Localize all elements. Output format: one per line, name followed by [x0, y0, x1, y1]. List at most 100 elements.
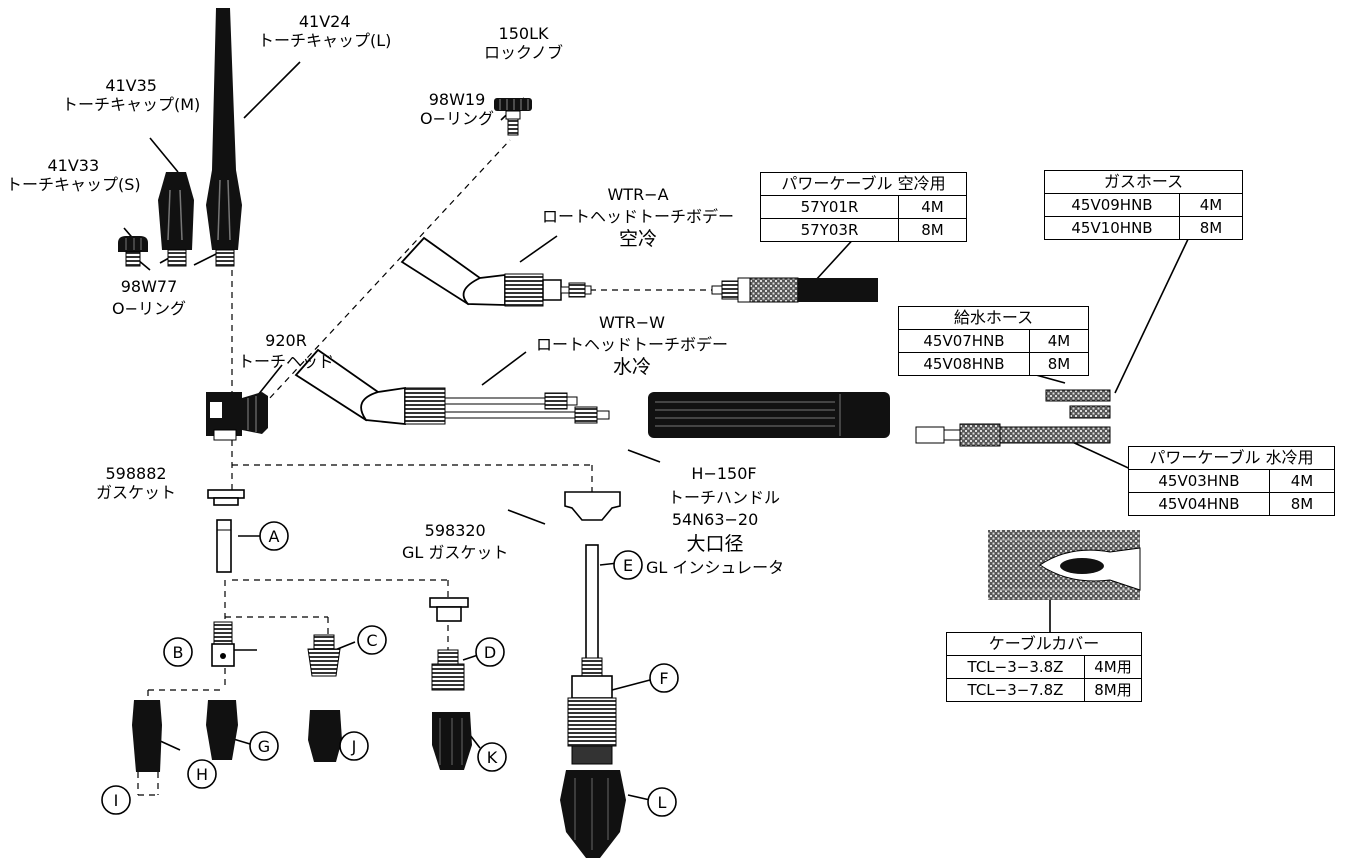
label-gasket: 598882 ガスケット: [96, 464, 176, 502]
callout-g: G: [249, 731, 279, 761]
svg-text:B: B: [173, 643, 184, 662]
label-lock-knob: 150LK ロックノブ: [484, 24, 563, 62]
gl-gasket-name: GL ガスケット: [402, 543, 509, 562]
cell: 45V10HNB: [1044, 216, 1180, 240]
collet-body-f-shape: [567, 657, 617, 765]
callout-a: A: [259, 521, 289, 551]
callout-i: I: [101, 785, 131, 815]
callout-c: C: [357, 625, 387, 655]
lock-knob-code: 150LK: [498, 24, 549, 43]
label-gl-gasket: 598320 GL ガスケット: [402, 520, 508, 564]
cell: TCL−3−3.8Z: [946, 655, 1085, 679]
nozzle-g-shape: [206, 700, 238, 760]
cell: 8M用: [1084, 678, 1142, 702]
nozzle-h-shape: [132, 700, 162, 772]
svg-text:H: H: [196, 765, 208, 784]
svg-text:L: L: [658, 793, 667, 812]
cable-cover-title: ケーブルカバー: [946, 632, 1142, 656]
body-water-code: WTR−W: [599, 313, 665, 332]
oring-a-code: 98W77: [120, 277, 178, 296]
svg-text:K: K: [487, 748, 498, 767]
head-code: 920R: [265, 331, 307, 350]
cap-s-code: 41V33: [47, 156, 100, 175]
gasket-name: ガスケット: [96, 483, 177, 502]
cell: 8M: [1179, 216, 1243, 240]
callout-e: E: [613, 550, 643, 580]
label-cap-s: 41V33 トーチキャップ(S): [6, 156, 141, 194]
cell: 8M: [1269, 492, 1335, 516]
label-head: 920R トーチヘッド: [238, 330, 334, 372]
cap-l-name: トーチキャップ(L): [258, 31, 392, 50]
torch-cap-l-shape: [206, 8, 242, 267]
cell: 45V03HNB: [1128, 469, 1270, 493]
svg-text:E: E: [623, 556, 633, 575]
svg-text:F: F: [659, 669, 668, 688]
svg-text:G: G: [258, 737, 270, 756]
torch-cap-s-shape: [118, 236, 148, 267]
label-body-air: WTR−A ロートヘッドトーチボデー 空冷: [542, 184, 734, 250]
callout-b: B: [163, 637, 193, 667]
cell: 8M: [1029, 352, 1089, 376]
cell: 57Y01R: [760, 195, 899, 219]
gas-hose-title: ガスホース: [1044, 170, 1243, 194]
cell: 45V09HNB: [1044, 193, 1180, 217]
gasket-code: 598882: [105, 464, 167, 483]
callout-f: F: [649, 663, 679, 693]
leader-lines: [123, 61, 1191, 801]
electrode-e-shape: [585, 544, 599, 661]
callout-d: D: [475, 637, 505, 667]
label-cap-m: 41V35 トーチキャップ(M): [62, 76, 200, 114]
insulator-size: 大口径: [686, 533, 744, 555]
svg-text:A: A: [269, 527, 280, 546]
cell: 57Y03R: [760, 218, 899, 242]
oring-b-code: 98W19: [428, 90, 486, 109]
power-cable-air-shape: [711, 277, 878, 303]
torch-handle-shape: [648, 392, 890, 438]
oring-b-name: O−リング: [420, 109, 495, 128]
handle-name: トーチハンドル: [668, 488, 781, 507]
power-air-title: パワーケーブル 空冷用: [760, 172, 967, 196]
callout-l: L: [647, 787, 677, 817]
cell: 8M: [898, 218, 967, 242]
gl-gasket-shape: [429, 597, 469, 622]
svg-text:I: I: [114, 791, 119, 810]
nozzle-j-shape: [308, 710, 342, 762]
cell: TCL−3−7.8Z: [946, 678, 1085, 702]
cell: 45V07HNB: [898, 329, 1030, 353]
insulator-shape: [564, 491, 621, 521]
cell: 45V04HNB: [1128, 492, 1270, 516]
lock-knob-name: ロックノブ: [484, 43, 564, 62]
head-name: トーチヘッド: [238, 352, 335, 371]
callout-h: H: [187, 759, 217, 789]
torch-body-air-shape: [400, 236, 592, 307]
power-water-title: パワーケーブル 水冷用: [1128, 446, 1335, 470]
torch-head-shape: [206, 392, 268, 441]
cell: 45V08HNB: [898, 352, 1030, 376]
hose-shapes: [915, 389, 1111, 447]
gl-gasket-code: 598320: [424, 521, 486, 540]
collet-body-d-shape: [431, 649, 465, 691]
cell: 4M: [1029, 329, 1089, 353]
cap-m-code: 41V35: [105, 76, 157, 95]
label-oring-b: 98W19 O−リング: [420, 90, 494, 128]
insulator-code: 54N63−20: [671, 510, 759, 529]
svg-text:C: C: [366, 631, 377, 650]
torch-cap-m-shape: [158, 172, 194, 267]
label-oring-a: 98W77 O−リング: [112, 276, 186, 320]
collet-body-b-shape: [211, 621, 235, 667]
water-hose-title: 給水ホース: [898, 306, 1089, 330]
callout-k: K: [477, 742, 507, 772]
cell: 4M: [1179, 193, 1243, 217]
